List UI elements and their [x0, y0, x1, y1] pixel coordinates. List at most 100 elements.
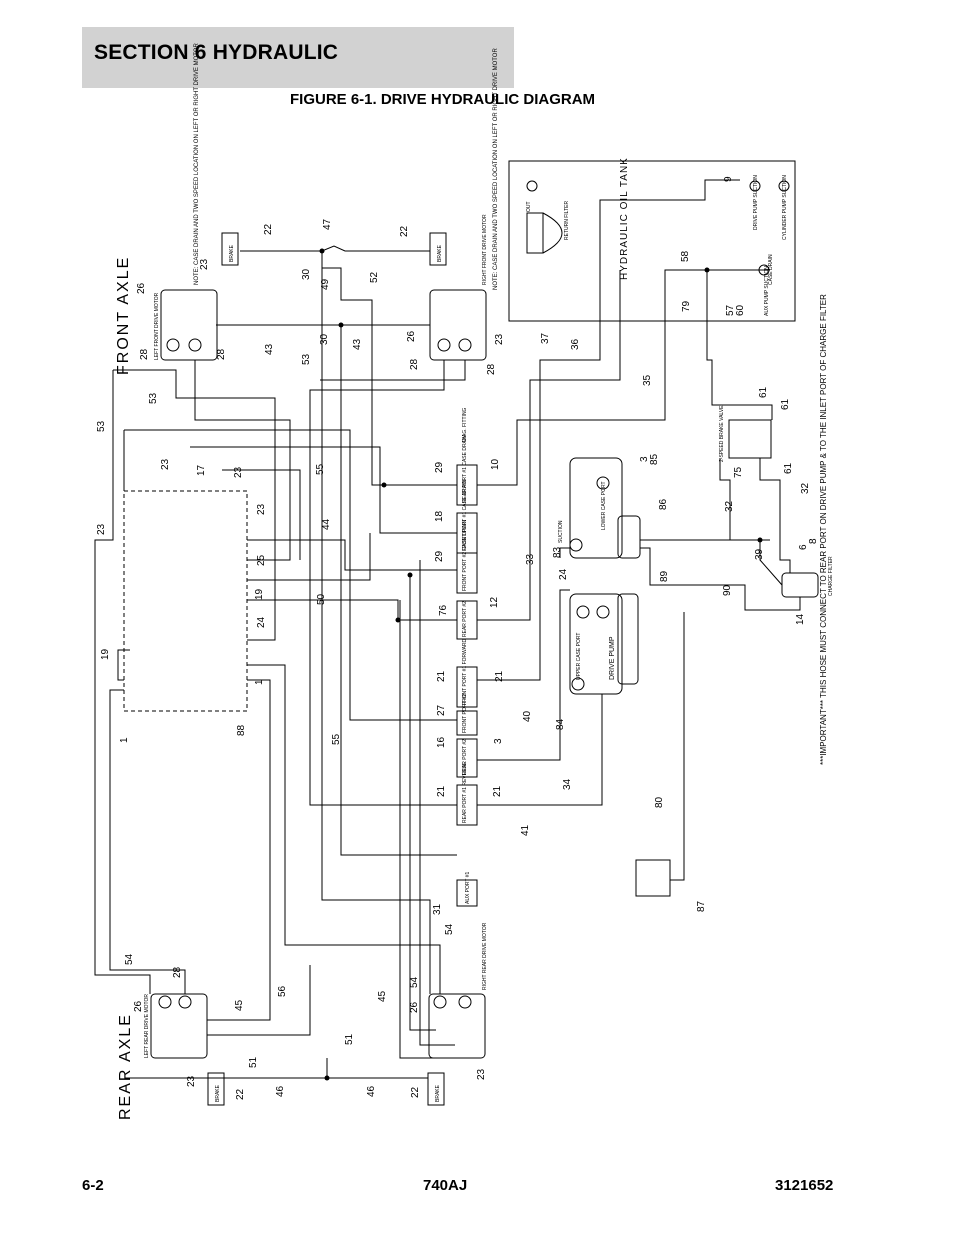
hose-label: 53	[96, 420, 107, 432]
hose-label: 28	[139, 348, 150, 360]
drive-pump-cover	[617, 515, 641, 559]
hose-label: 23	[160, 458, 171, 470]
hose-label: 22	[263, 223, 274, 235]
hose-label: 43	[352, 338, 363, 350]
hose-label: 30	[319, 333, 330, 345]
hose-label: 46	[366, 1085, 377, 1097]
right-front-motor-label: RIGHT FRONT DRIVE MOTOR	[482, 214, 488, 285]
cyl-pump-suction-label: CYLINDER PUMP SUCTION	[782, 175, 788, 240]
hose-label: 36	[570, 338, 581, 350]
hose-label: 45	[234, 999, 245, 1011]
hose-label: 31	[432, 903, 443, 915]
hose-label: 28	[486, 363, 497, 375]
port-label: REAR PORT #2	[462, 739, 468, 775]
hose-label: 26	[133, 1000, 144, 1012]
right-rear-motor-label: RIGHT REAR DRIVE MOTOR	[482, 922, 488, 990]
hose-label: 23	[186, 1075, 197, 1087]
hose-label: 60	[735, 304, 746, 316]
brake-tl	[221, 232, 239, 266]
hose-label: 39	[754, 548, 765, 560]
hose-label: 50	[316, 593, 327, 605]
hose-label: 61	[783, 462, 794, 474]
hose-label: 52	[369, 271, 380, 283]
drive-pump-side	[617, 593, 639, 685]
port-box	[456, 879, 478, 907]
port-box	[456, 552, 478, 594]
charge-filter-label: CHARGE FILTER	[828, 556, 834, 596]
hose-label: 58	[680, 250, 691, 262]
right-front-motor	[429, 289, 487, 361]
hose-label: 25	[256, 554, 267, 566]
right-rear-motor	[428, 993, 486, 1059]
hose-label: 22	[410, 1086, 421, 1098]
drive-pump-suction-label: DRIVE PUMP SUCTION	[753, 175, 759, 230]
left-rear-motor-label: LEFT REAR DRIVE MOTOR	[144, 994, 150, 1058]
hose-label: 54	[124, 953, 135, 965]
figure-title: FIGURE 6-1. DRIVE HYDRAULIC DIAGRAM	[290, 91, 596, 108]
hose-label: 18	[434, 510, 445, 522]
suction-label: SUCTION	[558, 520, 564, 543]
hose-label: 21	[492, 785, 503, 797]
hose-label: 3	[639, 456, 650, 462]
hose-label: 75	[733, 466, 744, 478]
hose-label: 54	[444, 923, 455, 935]
hose-label: 41	[520, 824, 531, 836]
hose-label: 26	[406, 330, 417, 342]
hose-label: 8	[808, 538, 819, 544]
hose-label: 10	[490, 458, 501, 470]
hose-label: 23	[494, 333, 505, 345]
hose-label: 55	[331, 733, 342, 745]
note-left: NOTE: CASE DRAIN AND TWO SPEED LOCATION …	[194, 43, 200, 285]
hose-label: 17	[196, 464, 207, 476]
hose-label: 32	[724, 500, 735, 512]
hose-label: 87	[696, 900, 707, 912]
hose-label: 55	[315, 463, 326, 475]
manifold-box	[123, 490, 248, 712]
drive-pump-lower-unit	[569, 457, 623, 559]
tank-label: HYDRAULIC OIL TANK	[619, 157, 630, 280]
hose-label: 27	[436, 704, 447, 716]
hose-label: 61	[758, 386, 769, 398]
two-speed-label: 2-SPEED BRAKE VALVE	[719, 405, 725, 462]
brake-br	[427, 1072, 445, 1106]
hose-label: 51	[248, 1056, 259, 1068]
hose-label: 37	[540, 332, 551, 344]
charge-filter	[781, 572, 819, 598]
hose-label: 85	[649, 453, 660, 465]
port-label: REAR PORT #1 CASE DRAIN	[462, 435, 468, 503]
hose-label: 40	[522, 710, 533, 722]
hose-label: 54	[409, 976, 420, 988]
brake-tr	[429, 232, 447, 266]
footer-page-number: 6-2	[82, 1177, 104, 1194]
hose-label: 3	[493, 738, 504, 744]
hose-label: 12	[489, 596, 500, 608]
hose-label: 51	[344, 1033, 355, 1045]
port-label: FRONT PORT #2 CASE DRAIN	[462, 519, 468, 591]
left-front-motor-label: LEFT FRONT DRIVE MOTOR	[154, 292, 160, 360]
brake-label: BRAKE	[215, 1084, 221, 1102]
hose-label: 16	[436, 736, 447, 748]
lower-case-port-label: LOWER CASE PORT	[601, 481, 607, 530]
front-axle-label: FRONT AXLE	[115, 256, 132, 375]
brake-label: BRAKE	[229, 244, 235, 262]
drive-pump-label: DRIVE PUMP	[609, 636, 616, 680]
hose-label: 23	[233, 466, 244, 478]
port-box	[456, 666, 478, 708]
aux-pump-suction-label: AUX PUMP SUCTION	[764, 266, 770, 316]
hose-label: 22	[399, 225, 410, 237]
hose-label: 1	[119, 737, 130, 743]
hose-label: 30	[301, 268, 312, 280]
out-label: OUT	[526, 201, 532, 212]
port-label: FRONT PORT #1 CASE DRAIN	[462, 479, 468, 551]
brake-bl	[207, 1072, 225, 1106]
hose-label: 26	[409, 1001, 420, 1013]
important-note: ***IMPORTANT*** THIS HOSE MUST CONNECT T…	[819, 294, 828, 765]
section-banner: SECTION 6 HYDRAULIC	[82, 27, 514, 88]
hose-label: 57	[725, 304, 736, 316]
hose-label: 21	[436, 785, 447, 797]
hose-label: 21	[494, 670, 505, 682]
hose-label: 53	[301, 353, 312, 365]
hose-label: 28	[172, 966, 183, 978]
case-drain-label: CASE DRAIN	[768, 254, 774, 285]
hose-label: 28	[216, 348, 227, 360]
